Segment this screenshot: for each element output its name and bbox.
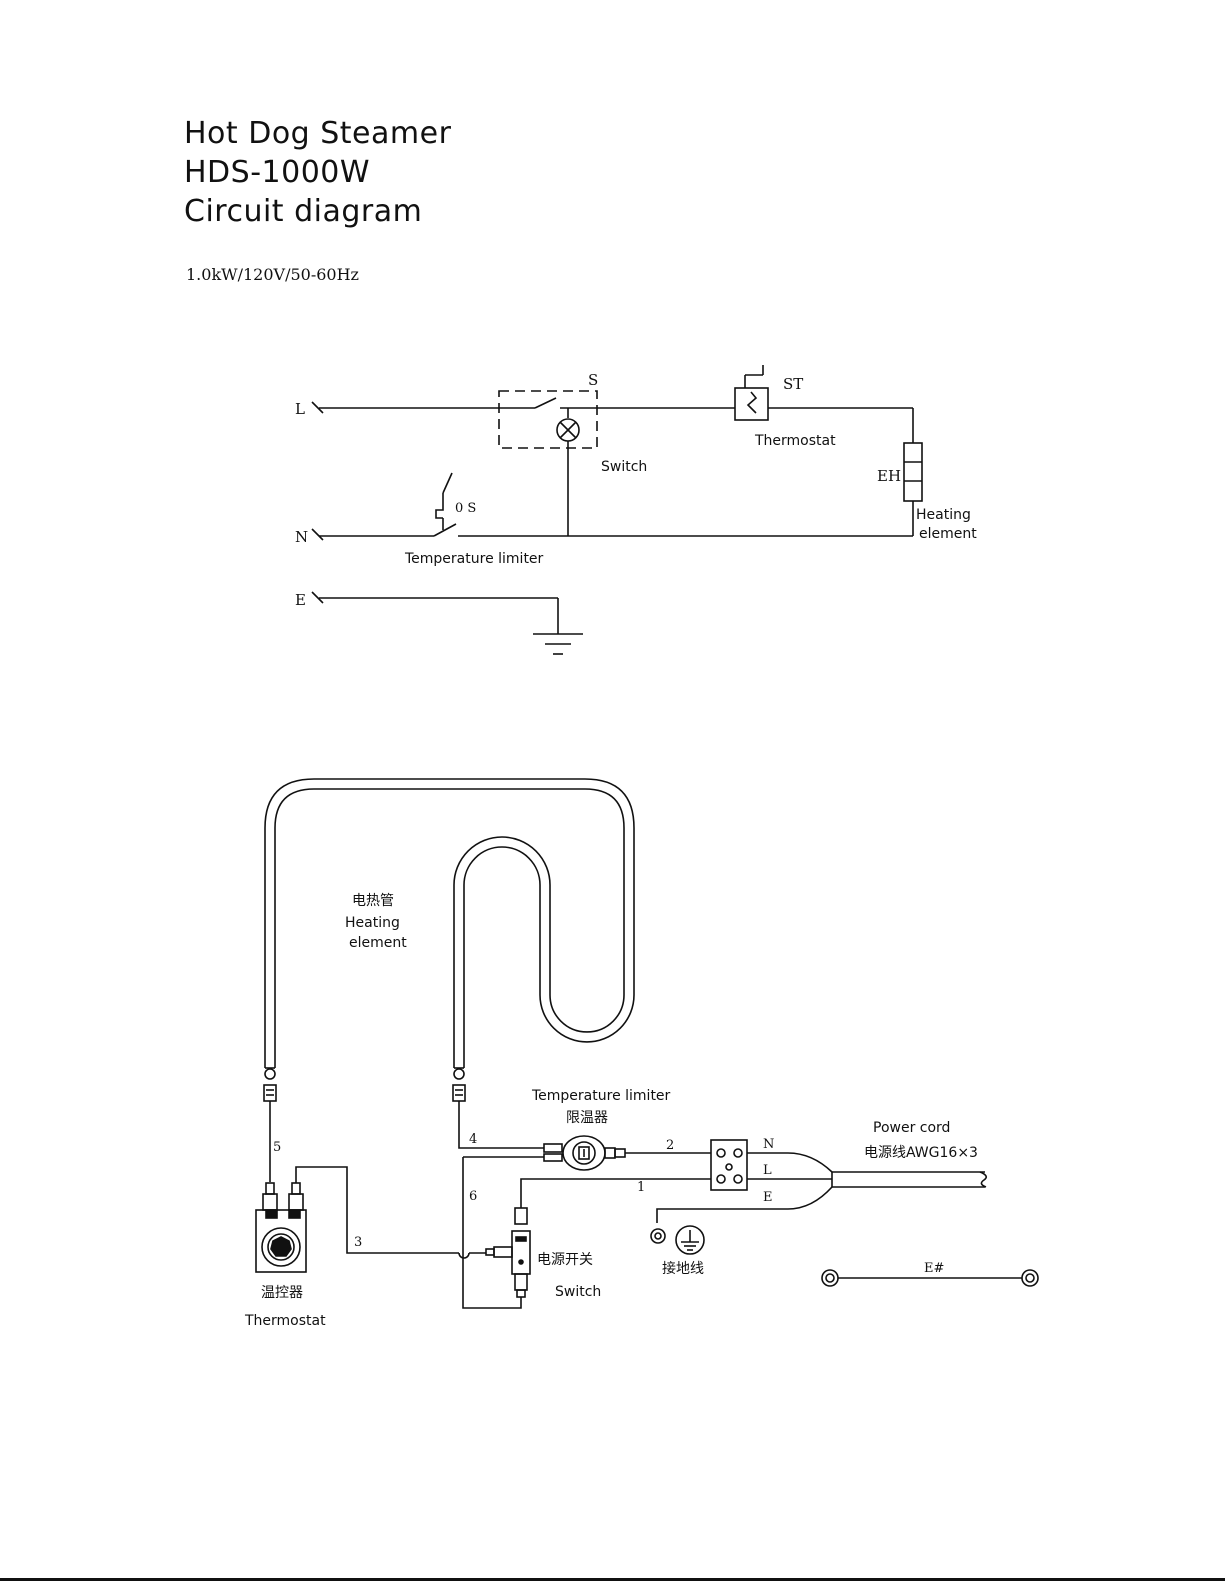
wire-3-crossover bbox=[459, 1253, 469, 1258]
switch-cn-label: 电源开关 bbox=[537, 1252, 593, 1268]
label-L: L bbox=[295, 400, 305, 418]
powercord-en-label: Power cord bbox=[873, 1120, 950, 1136]
switch-label: Switch bbox=[601, 459, 647, 475]
cord-E-label: E bbox=[763, 1190, 773, 1205]
wire-3 bbox=[296, 1167, 459, 1253]
switch-symbol bbox=[499, 391, 597, 536]
heater-label-2: element bbox=[919, 526, 977, 542]
powercord-cn-label: 电源线AWG16×3 bbox=[864, 1145, 978, 1161]
heater-cn-label: 电热管 bbox=[352, 893, 394, 909]
ground-cn-label: 接地线 bbox=[662, 1260, 704, 1277]
wire-4-label: 4 bbox=[469, 1132, 477, 1147]
wire-line-E bbox=[312, 592, 583, 654]
thermostat-device bbox=[256, 1183, 306, 1272]
heater-ref: EH bbox=[877, 467, 901, 485]
switch-device bbox=[486, 1208, 530, 1297]
wire-5-label: 5 bbox=[273, 1140, 281, 1155]
thermostat-ref: ST bbox=[783, 375, 803, 393]
heater-connector-right bbox=[453, 1085, 465, 1101]
label-E: E bbox=[295, 591, 306, 609]
bottom-rule bbox=[0, 1578, 1225, 1581]
heater-en-label-1: Heating bbox=[345, 915, 400, 931]
heater-label-1: Heating bbox=[916, 507, 971, 523]
ground-icon bbox=[676, 1226, 704, 1254]
heater-en-label-2: element bbox=[349, 935, 407, 951]
power-cord bbox=[657, 1153, 986, 1223]
temperature-limiter-device bbox=[544, 1136, 625, 1170]
limiter-cn-label: 限温器 bbox=[566, 1110, 608, 1126]
switch-en-label: Switch bbox=[555, 1284, 601, 1300]
wire-1 bbox=[521, 1179, 711, 1208]
thermostat-symbol bbox=[735, 365, 768, 420]
temperature-limiter-symbol bbox=[434, 473, 456, 536]
heater-connector-left bbox=[264, 1085, 276, 1101]
ground-lug bbox=[651, 1229, 665, 1243]
thermostat-cn-label: 温控器 bbox=[261, 1285, 303, 1301]
thermostat-label: Thermostat bbox=[754, 433, 836, 449]
wire-1-label: 1 bbox=[637, 1180, 645, 1195]
heating-element-tube bbox=[265, 779, 634, 1079]
wire-3-label: 3 bbox=[354, 1235, 362, 1250]
thermostat-en-label: Thermostat bbox=[244, 1313, 326, 1329]
ground-wire-label: E# bbox=[924, 1261, 944, 1276]
switch-ref: S bbox=[588, 371, 598, 389]
label-N: N bbox=[295, 528, 308, 546]
limiter-ref: 0 S bbox=[455, 501, 476, 516]
wire-2-label: 2 bbox=[666, 1138, 674, 1153]
cord-L-label: L bbox=[763, 1163, 772, 1178]
wire-line-N bbox=[312, 529, 913, 540]
terminal-block bbox=[711, 1140, 747, 1190]
wire-6-label: 6 bbox=[469, 1189, 477, 1204]
limiter-label: Temperature limiter bbox=[404, 551, 544, 567]
wiring-diagram: 电热管 Heating element Temperature limiter … bbox=[0, 700, 1225, 1360]
limiter-en-label: Temperature limiter bbox=[531, 1088, 671, 1104]
schematic-diagram: L N E S Switch ST Thermostat EH Heating … bbox=[0, 0, 1225, 700]
cord-N-label: N bbox=[763, 1137, 774, 1152]
